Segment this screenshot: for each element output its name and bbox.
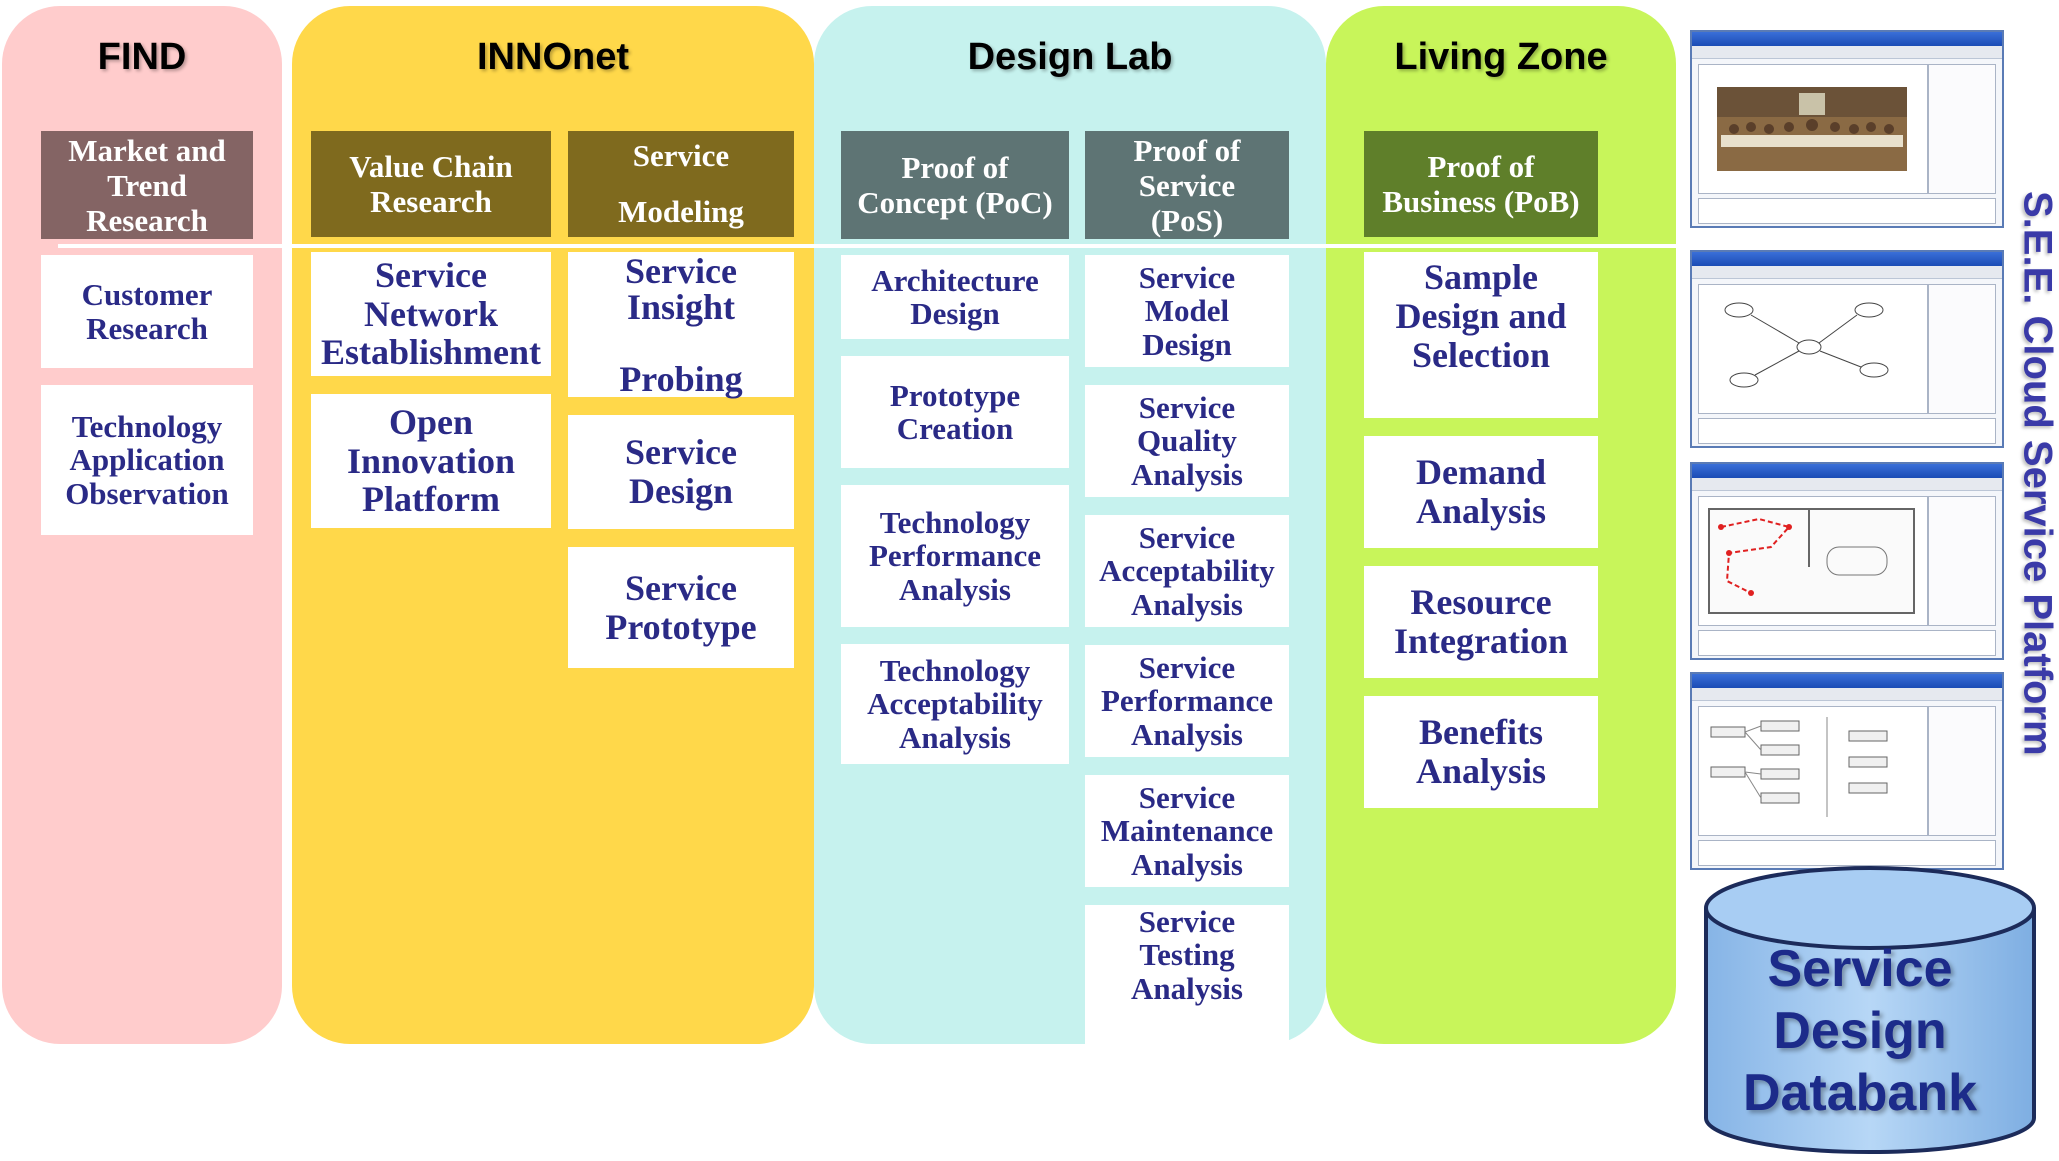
flowchart-image: [1710, 717, 1888, 817]
header-separator-line: [58, 244, 1683, 248]
service-insight-probing-box: Service Insight Probing: [568, 252, 794, 397]
open-innovation-platform-box: Open Innovation Platform: [311, 394, 551, 528]
resource-integration-box: Resource Integration: [1364, 566, 1598, 678]
living-zone-title: Living Zone: [1394, 36, 1608, 78]
network-diagram-image: [1724, 302, 1889, 388]
service-model-design-box: Service Model Design: [1085, 255, 1289, 367]
technology-performance-analysis-box: Technology Performance Analysis: [841, 485, 1069, 627]
demand-analysis-box: Demand Analysis: [1364, 436, 1598, 548]
benefits-analysis-box: Benefits Analysis: [1364, 696, 1598, 808]
service-modeling-header: Service Modeling: [568, 131, 794, 237]
painting-image: [1717, 87, 1907, 171]
service-network-establishment-box: Service Network Establishment: [311, 252, 551, 376]
flowchart-screenshot: [1690, 672, 2004, 870]
technology-acceptability-analysis-box: Technology Acceptability Analysis: [841, 644, 1069, 764]
prototype-creation-box: Prototype Creation: [841, 356, 1069, 468]
architecture-design-box: Architecture Design: [841, 255, 1069, 339]
value-chain-research-header: Value Chain Research: [311, 131, 551, 237]
service-testing-analysis-box: Service Testing Analysis: [1085, 905, 1289, 1055]
cloud-platform-label-text: S.E.E. Cloud Service Platform: [2015, 190, 2059, 756]
painting-screenshot: [1690, 30, 2004, 228]
service-maintenance-analysis-box: Service Maintenance Analysis: [1085, 775, 1289, 887]
technology-application-observation-box: Technology Application Observation: [41, 385, 253, 535]
service-quality-analysis-box: Service Quality Analysis: [1085, 385, 1289, 497]
floor-plan-screenshot: [1690, 462, 2004, 660]
service-performance-analysis-box: Service Performance Analysis: [1085, 645, 1289, 757]
design-lab-title: Design Lab: [967, 36, 1173, 78]
innonet-title: INNOnet: [477, 36, 629, 78]
floor-plan-image: [1708, 508, 1915, 614]
databank-label: Service Design Databank: [1742, 940, 1978, 1122]
proof-of-service-header: Proof of Service (PoS): [1085, 131, 1289, 239]
service-acceptability-analysis-box: Service Acceptability Analysis: [1085, 515, 1289, 627]
sample-design-selection-box: Sample Design and Selection: [1364, 252, 1598, 418]
find-title: FIND: [97, 36, 187, 78]
customer-research-box: Customer Research: [41, 255, 253, 368]
cloud-platform-label: S.E.E. Cloud Service Platform: [2015, 168, 2059, 778]
market-trend-research-header: Market and Trend Research: [41, 131, 253, 239]
network-diagram-screenshot: [1690, 250, 2004, 448]
proof-of-business-header: Proof of Business (PoB): [1364, 131, 1598, 237]
database-cylinder-icon: [1704, 866, 2036, 1154]
service-design-box: Service Design: [568, 415, 794, 529]
service-prototype-box: Service Prototype: [568, 547, 794, 668]
proof-of-concept-header: Proof of Concept (PoC): [841, 131, 1069, 239]
